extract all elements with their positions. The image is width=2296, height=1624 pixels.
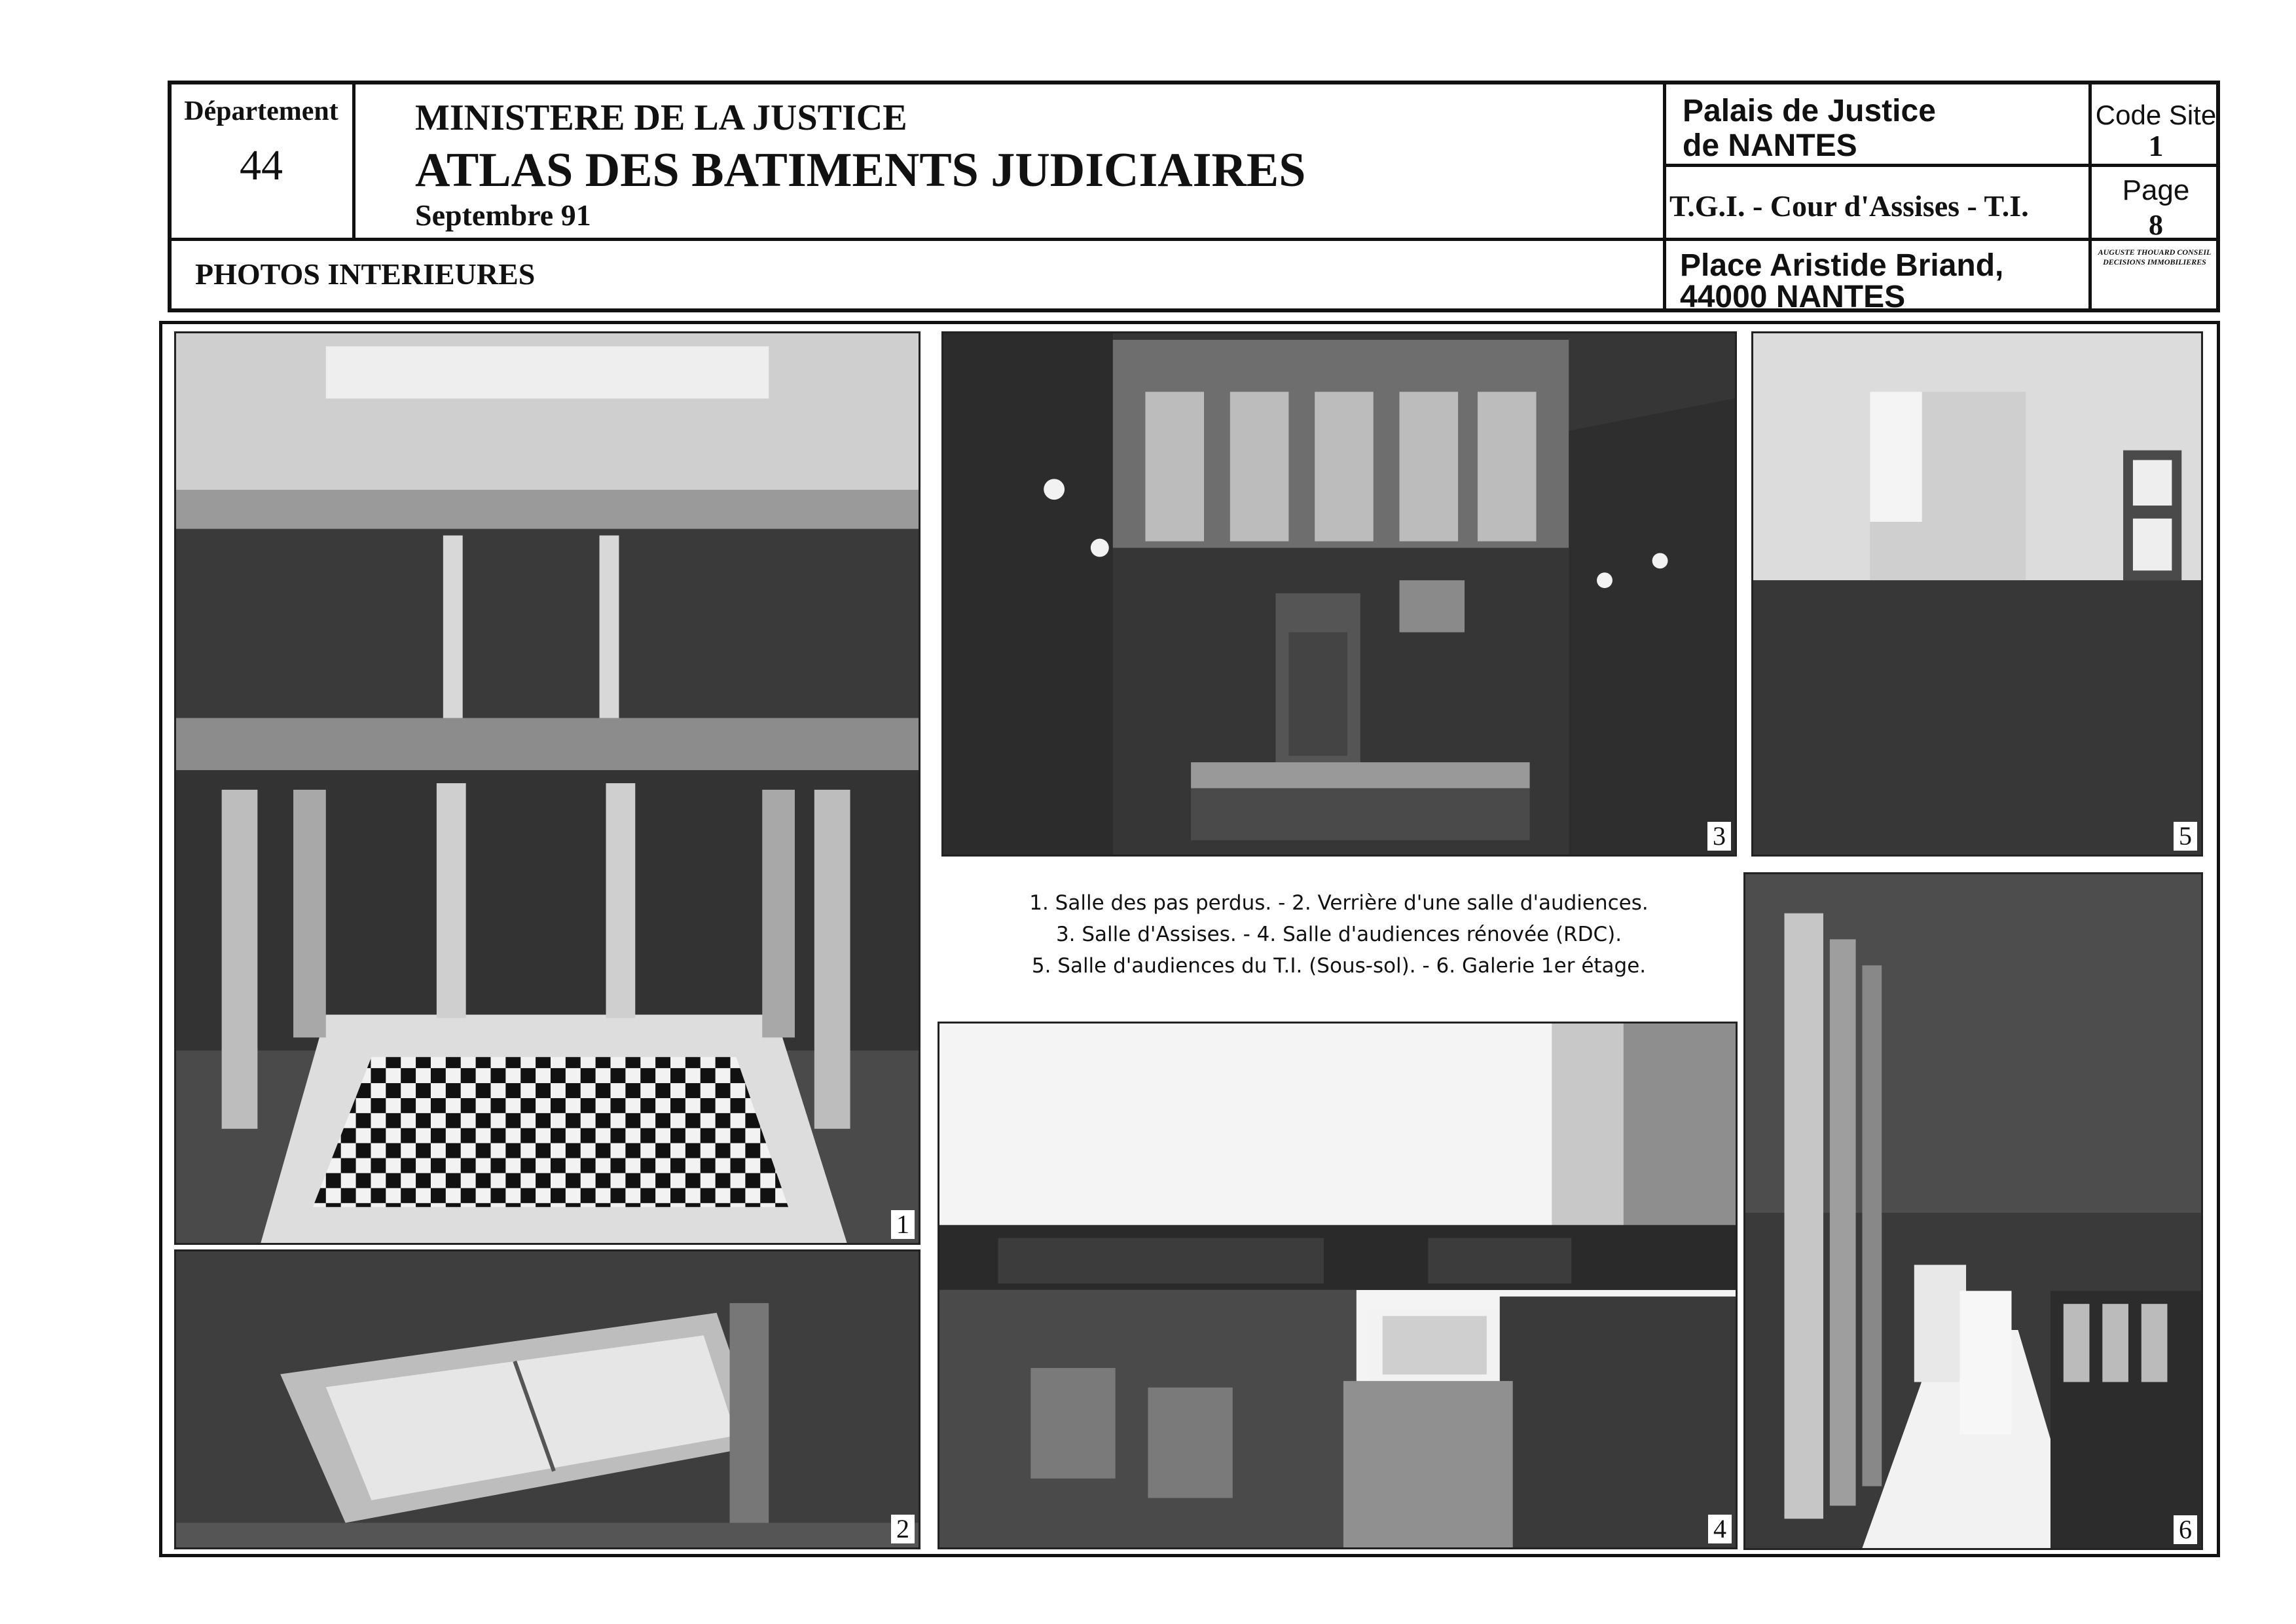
photo-1-image	[176, 333, 919, 1243]
consultant-logo-text: AUGUSTE THOUARD CONSEIL DECISIONS IMMOBI…	[2098, 248, 2212, 267]
caption-line: 5. Salle d'audiences du T.I. (Sous-sol).…	[1031, 954, 1647, 978]
photo-number: 3	[1707, 822, 1731, 851]
publication-date: Septembre 91	[415, 198, 591, 232]
header-divider	[1663, 81, 1666, 312]
caption-line: 3. Salle d'Assises. - 4. Salle d'audienc…	[1055, 923, 1622, 946]
photo-galerie-1er-etage: 6	[1743, 872, 2203, 1550]
palais-name: Palais de Justice	[1683, 94, 1936, 128]
consultant-logo: AUGUSTE THOUARD CONSEIL DECISIONS IMMOBI…	[2092, 244, 2217, 309]
photo-6-image	[1745, 874, 2201, 1548]
photo-verriere: 2	[174, 1249, 920, 1549]
address-city: 44000 NANTES	[1680, 280, 1906, 314]
photo-number: 6	[2174, 1515, 2197, 1544]
photo-number: 4	[1708, 1515, 1732, 1543]
address-street: Place Aristide Briand,	[1680, 248, 2004, 283]
section-title: PHOTOS INTERIEURES	[195, 257, 536, 291]
header-box	[168, 81, 2220, 312]
photo-number: 2	[891, 1515, 915, 1543]
photo-2-image	[176, 1251, 919, 1547]
code-site-label: Code Site	[2095, 100, 2217, 130]
photo-5-image	[1753, 333, 2201, 855]
photo-salle-pas-perdus: 1	[174, 331, 920, 1245]
photo-salle-audiences-renovee: 4	[938, 1022, 1738, 1549]
page-number: 8	[2149, 209, 2163, 241]
header-divider	[2088, 81, 2092, 312]
photo-4-image	[939, 1024, 1736, 1547]
palais-city: de NANTES	[1683, 128, 1857, 163]
atlas-title: ATLAS DES BATIMENTS JUDICIAIRES	[415, 143, 1306, 197]
header-divider	[1663, 164, 2220, 167]
page-label: Page	[2122, 174, 2190, 206]
jurisdictions: T.G.I. - Cour d'Assises - T.I.	[1669, 189, 2029, 223]
header-divider	[352, 81, 355, 238]
photo-3-image	[943, 333, 1735, 855]
photo-number: 5	[2174, 822, 2197, 851]
caption-line: 1. Salle des pas perdus. - 2. Verrière d…	[1029, 891, 1649, 915]
code-site-value: 1	[2148, 129, 2164, 162]
photo-captions: 1. Salle des pas perdus. - 2. Verrière d…	[930, 887, 1748, 982]
departement-number: 44	[240, 141, 283, 189]
departement-label: Département	[184, 96, 338, 126]
photo-salle-assises: 3	[941, 331, 1737, 857]
photo-number: 1	[891, 1210, 915, 1239]
ministry-title: MINISTERE DE LA JUSTICE	[415, 98, 907, 138]
photo-salle-ti-sous-sol: 5	[1751, 331, 2203, 857]
header-divider	[168, 238, 2220, 241]
